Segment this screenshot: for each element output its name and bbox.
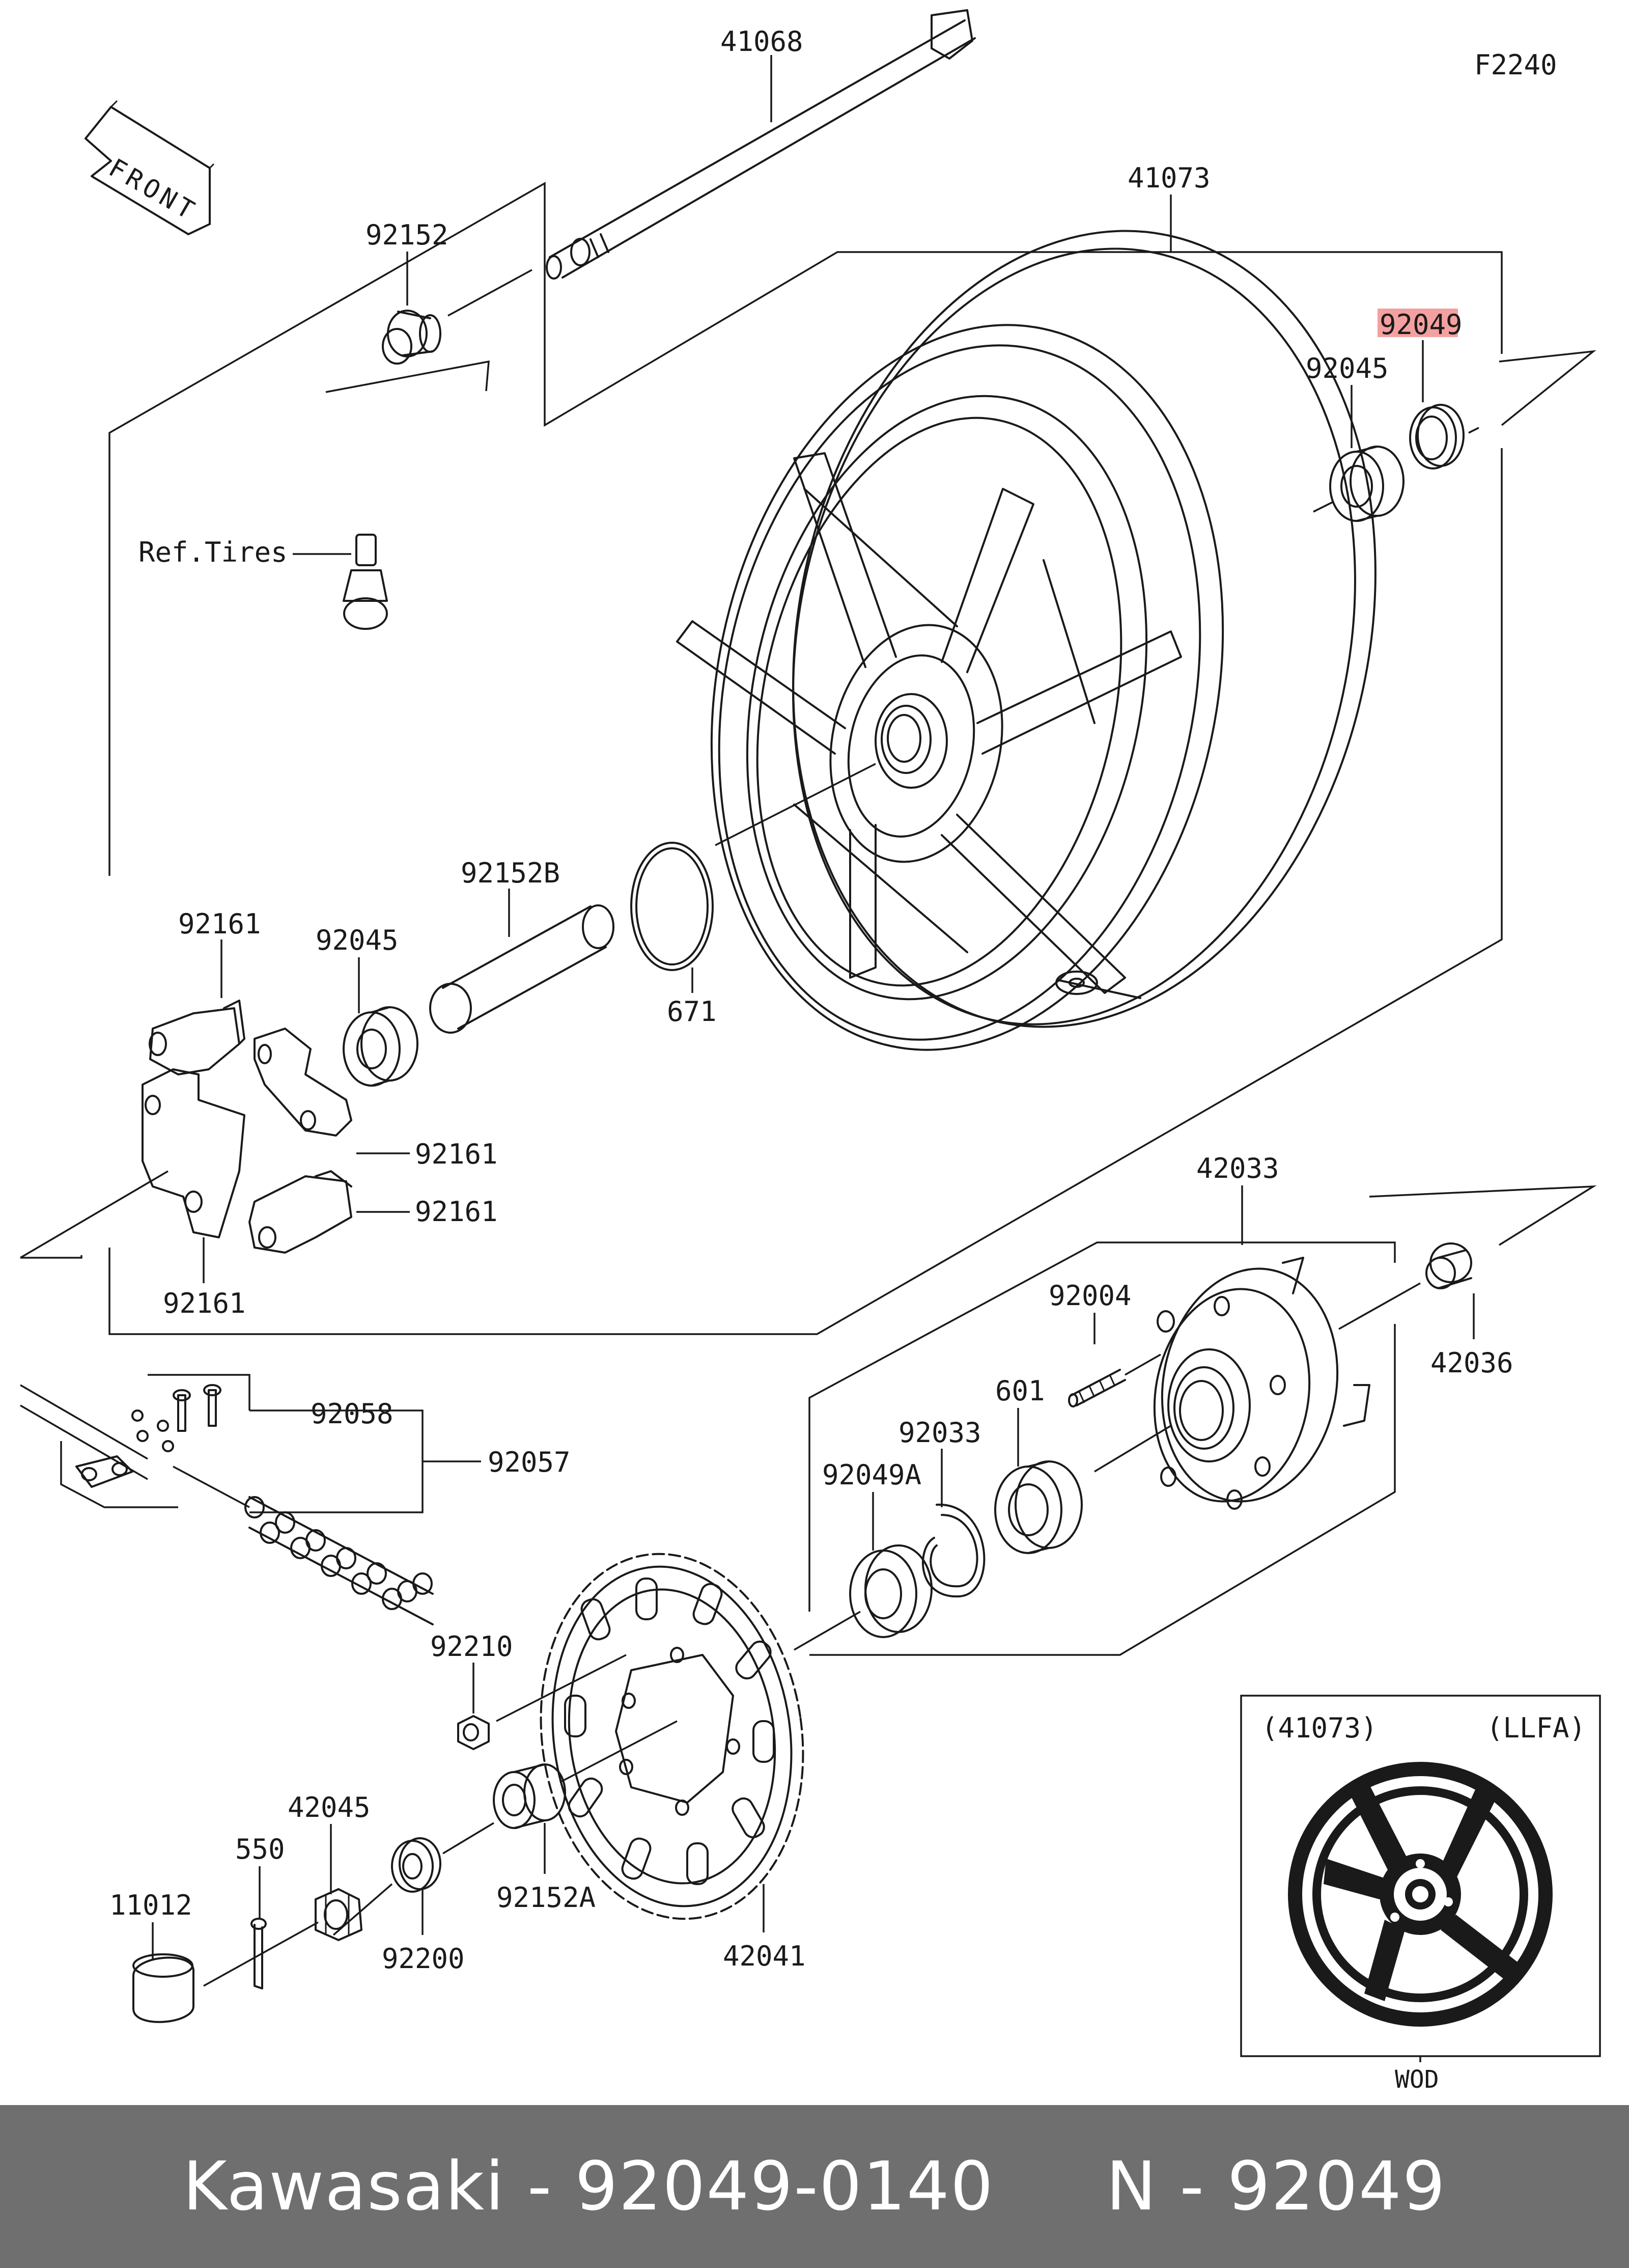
inset-wheel-image bbox=[1288, 1762, 1553, 2027]
label-92058: 92058 bbox=[311, 1398, 394, 1430]
inset-panel: (41073) (LLFA) WOD bbox=[1240, 1695, 1601, 2094]
highlight-box bbox=[1378, 309, 1458, 337]
chain-92057 bbox=[244, 1496, 434, 1625]
label-92049: 92049 bbox=[1380, 309, 1463, 341]
collar-92152a bbox=[493, 1763, 566, 1829]
diagram-code: F2240 bbox=[1474, 49, 1557, 81]
bearing-92045-right bbox=[1329, 446, 1405, 522]
label-41068: 41068 bbox=[720, 25, 803, 58]
footer-bar: Kawasaki - 92049-0140 N - 92049 bbox=[0, 2105, 1629, 2268]
label-42045: 42045 bbox=[288, 1791, 371, 1823]
label-550: 550 bbox=[235, 1833, 285, 1865]
label-ref-tires: Ref.Tires bbox=[138, 536, 288, 568]
inset-color-code: (LLFA) bbox=[1486, 1712, 1586, 1744]
label-42036: 42036 bbox=[1430, 1347, 1513, 1379]
axle-41068 bbox=[546, 9, 976, 280]
label-671: 671 bbox=[667, 995, 717, 1028]
bearing-601 bbox=[994, 1460, 1083, 1554]
collar-92152b bbox=[429, 904, 614, 1034]
label-92161-low: 92161 bbox=[415, 1196, 498, 1228]
oil-seal-92049 bbox=[1409, 404, 1465, 469]
diagram-canvas: F2240 FRONT 41068 92152 41073 bbox=[20, 9, 1601, 2094]
part-number-caption: Kawasaki - 92049-0140 N - 92049 bbox=[183, 2147, 1446, 2226]
label-92161-mid: 92161 bbox=[415, 1138, 498, 1170]
collar-42036 bbox=[1425, 1242, 1472, 1289]
label-92161-bottom: 92161 bbox=[163, 1287, 246, 1319]
inset-ref-label: (41073) bbox=[1261, 1712, 1378, 1744]
washer-92200 bbox=[391, 1837, 441, 1893]
label-11012: 11012 bbox=[109, 1889, 192, 1921]
damper-92161 bbox=[142, 1000, 352, 1254]
label-92033: 92033 bbox=[898, 1417, 981, 1449]
coupling-42033 bbox=[1153, 1257, 1370, 1510]
inset-caption: WOD bbox=[1395, 2065, 1439, 2094]
label-92045-right: 92045 bbox=[1306, 352, 1389, 384]
sprocket-42041 bbox=[540, 1553, 804, 1920]
rim-41073 bbox=[676, 230, 1377, 1051]
label-92049a: 92049A bbox=[822, 1459, 921, 1491]
stud-92004 bbox=[1068, 1369, 1126, 1407]
front-arrow-icon: FRONT bbox=[85, 100, 215, 235]
label-92200: 92200 bbox=[382, 1943, 465, 1975]
nut-92210 bbox=[457, 1715, 490, 1750]
label-601: 601 bbox=[995, 1375, 1045, 1407]
axle-nut-42045 bbox=[315, 1888, 362, 1941]
label-42033: 42033 bbox=[1196, 1152, 1279, 1184]
label-42041: 42041 bbox=[723, 1940, 806, 1972]
label-92045-left: 92045 bbox=[316, 924, 399, 956]
label-92152b: 92152B bbox=[461, 857, 560, 889]
front-label: FRONT bbox=[104, 153, 203, 227]
oil-seal-92049a bbox=[849, 1544, 933, 1638]
label-92161-top: 92161 bbox=[178, 908, 261, 940]
label-92210: 92210 bbox=[430, 1630, 513, 1663]
label-41073: 41073 bbox=[1128, 162, 1211, 194]
valve-ref-tires bbox=[343, 534, 388, 630]
cap-11012 bbox=[132, 1953, 194, 2023]
label-92152a: 92152A bbox=[496, 1882, 596, 1914]
label-92004: 92004 bbox=[1049, 1280, 1132, 1312]
bearing-92045-left bbox=[343, 1006, 418, 1087]
collar-92152 bbox=[382, 310, 441, 365]
cotter-pin-550 bbox=[250, 1918, 267, 1989]
label-92057: 92057 bbox=[488, 1446, 571, 1478]
o-ring-671 bbox=[630, 842, 714, 971]
chain-link-92058 bbox=[75, 1384, 221, 1488]
